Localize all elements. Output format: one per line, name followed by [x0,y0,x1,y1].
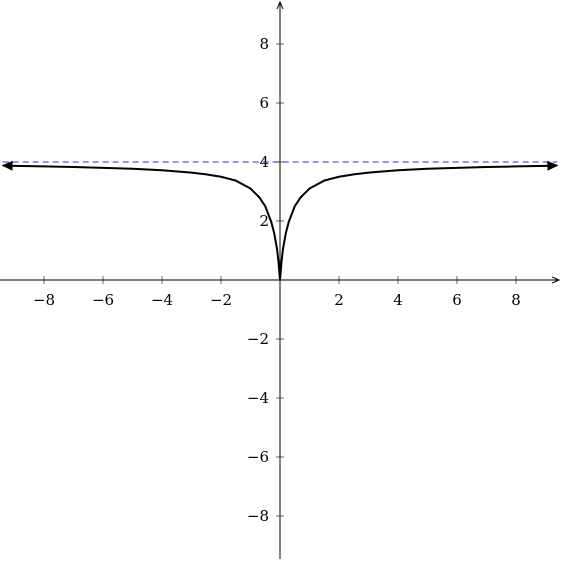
curve-right-branch [279,160,559,281]
x-tick-label: 8 [511,291,521,309]
y-tick-label: 4 [259,153,269,171]
x-tick-label: −2 [210,291,232,309]
y-tick-label: 2 [259,212,269,230]
y-tick-label: −2 [247,330,269,348]
x-tick-label: 6 [452,291,462,309]
x-tick-label: −4 [151,291,173,309]
x-tick-label: 4 [393,291,403,309]
y-tick-label: −4 [247,389,269,407]
y-tick-label: 8 [259,35,269,53]
curve-left-branch [1,160,281,281]
y-tick-label: 6 [259,94,269,112]
x-tick-label: 2 [334,291,344,309]
x-tick-label: −8 [33,291,55,309]
y-tick-label: −6 [247,448,269,466]
y-tick-label: −8 [247,507,269,525]
x-tick-label: −6 [92,291,114,309]
